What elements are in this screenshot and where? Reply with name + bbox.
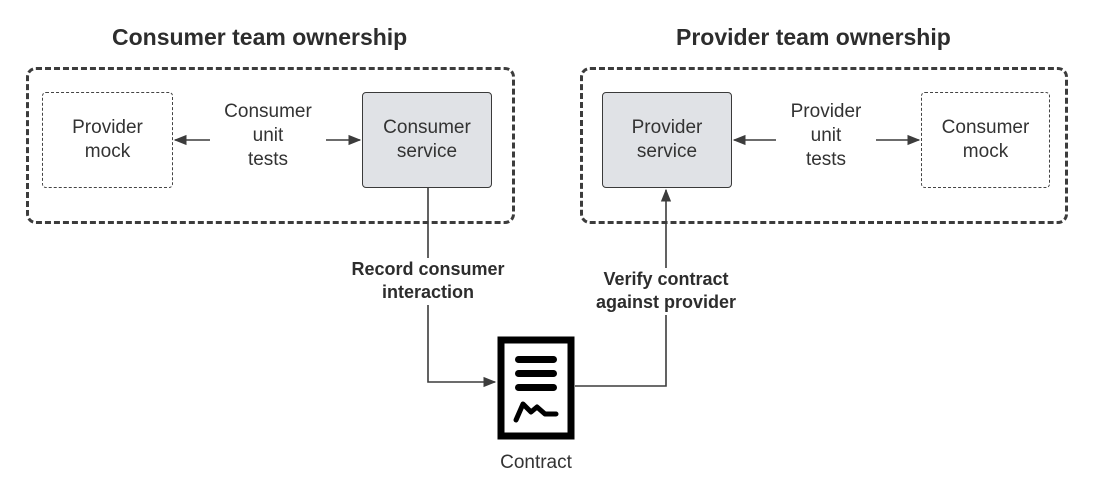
consumer-service-label: Consumer service xyxy=(383,117,471,162)
consumer-service-node: Consumer service xyxy=(362,92,492,188)
provider-group-title: Provider team ownership xyxy=(676,24,951,50)
consumer-mock-node: Consumer mock xyxy=(921,92,1050,188)
contract-label: Contract xyxy=(500,452,572,473)
connector-verify-contract xyxy=(575,188,672,387)
consumer-group-title: Consumer team ownership xyxy=(112,24,408,50)
consumer-ownership-boundary xyxy=(26,67,515,224)
document-icon xyxy=(497,336,575,440)
consumer-unit-tests-label: Consumer unit tests xyxy=(210,100,326,172)
provider-service-label: Provider service xyxy=(631,117,703,162)
provider-service-node: Provider service xyxy=(602,92,732,188)
provider-mock-node: Provider mock xyxy=(42,92,173,188)
record-interaction-label: Record consumer interaction xyxy=(330,258,526,305)
provider-ownership-boundary xyxy=(580,67,1068,224)
provider-mock-label: Provider mock xyxy=(72,117,143,162)
connector-record-interaction xyxy=(427,188,497,388)
consumer-mock-label: Consumer mock xyxy=(941,117,1030,162)
verify-contract-label: Verify contract against provider xyxy=(578,268,754,315)
provider-unit-tests-label: Provider unit tests xyxy=(776,100,876,172)
